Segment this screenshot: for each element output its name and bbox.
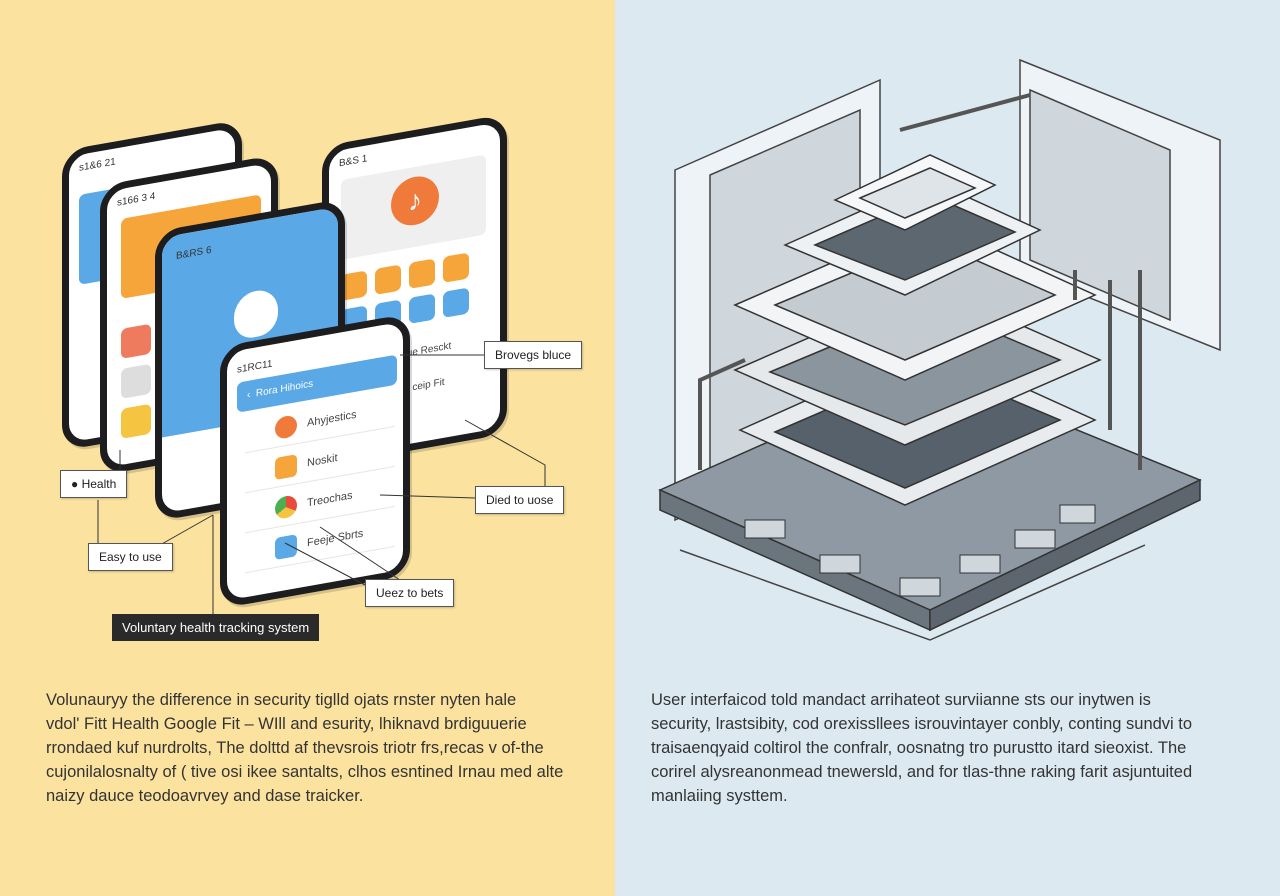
- text-line: Volunauryy the difference in security ti…: [46, 691, 517, 709]
- text-line: User interfaicod told mandact arrihateot…: [651, 691, 1151, 709]
- callout-users: Ueez to bets: [365, 579, 455, 607]
- layered-architecture-illustration: [658, 58, 1221, 641]
- text-line: manlaiing systtem.: [651, 787, 788, 805]
- text-line: rrondaed kuf nurdrolts, The dolttd af th…: [46, 739, 544, 757]
- callout-lines: [97, 354, 546, 614]
- callout-text: Health: [81, 477, 117, 491]
- callout-browse: Brovegs bluce: [484, 341, 583, 369]
- text-line: naizy dauce teodoavrvey and dase traicke…: [46, 787, 364, 805]
- diagram-title: Voluntary health tracking system: [112, 614, 320, 641]
- apple-icon: ●: [71, 477, 79, 491]
- text-line: traisaenqyaid coltirol the confralr, oos…: [651, 739, 1187, 757]
- text-line: vdol' Fitt Health Google Fit – WIll and …: [46, 715, 527, 733]
- text-line: cujonilalosnalty of ( tive osi ikee sant…: [46, 763, 564, 781]
- left-panel: s1&6 21 s166 3 4 B&S 1 ♪ stue Resckt so …: [0, 0, 615, 896]
- text-line: corirel alysreanonmead tnewersld, and fo…: [651, 763, 1193, 781]
- right-paragraph: User interfaicod told mandact arrihateot…: [651, 688, 1271, 808]
- callout-died: Died to uose: [475, 486, 565, 514]
- left-paragraph: Volunauryy the difference in security ti…: [46, 688, 606, 808]
- right-panel: User interfaicod told mandact arrihateot…: [615, 0, 1280, 896]
- callout-health: ● Health: [60, 470, 128, 498]
- callout-easy: Easy to use: [88, 543, 173, 571]
- text-line: security, lrastsibity, cod orexissllees …: [651, 715, 1193, 733]
